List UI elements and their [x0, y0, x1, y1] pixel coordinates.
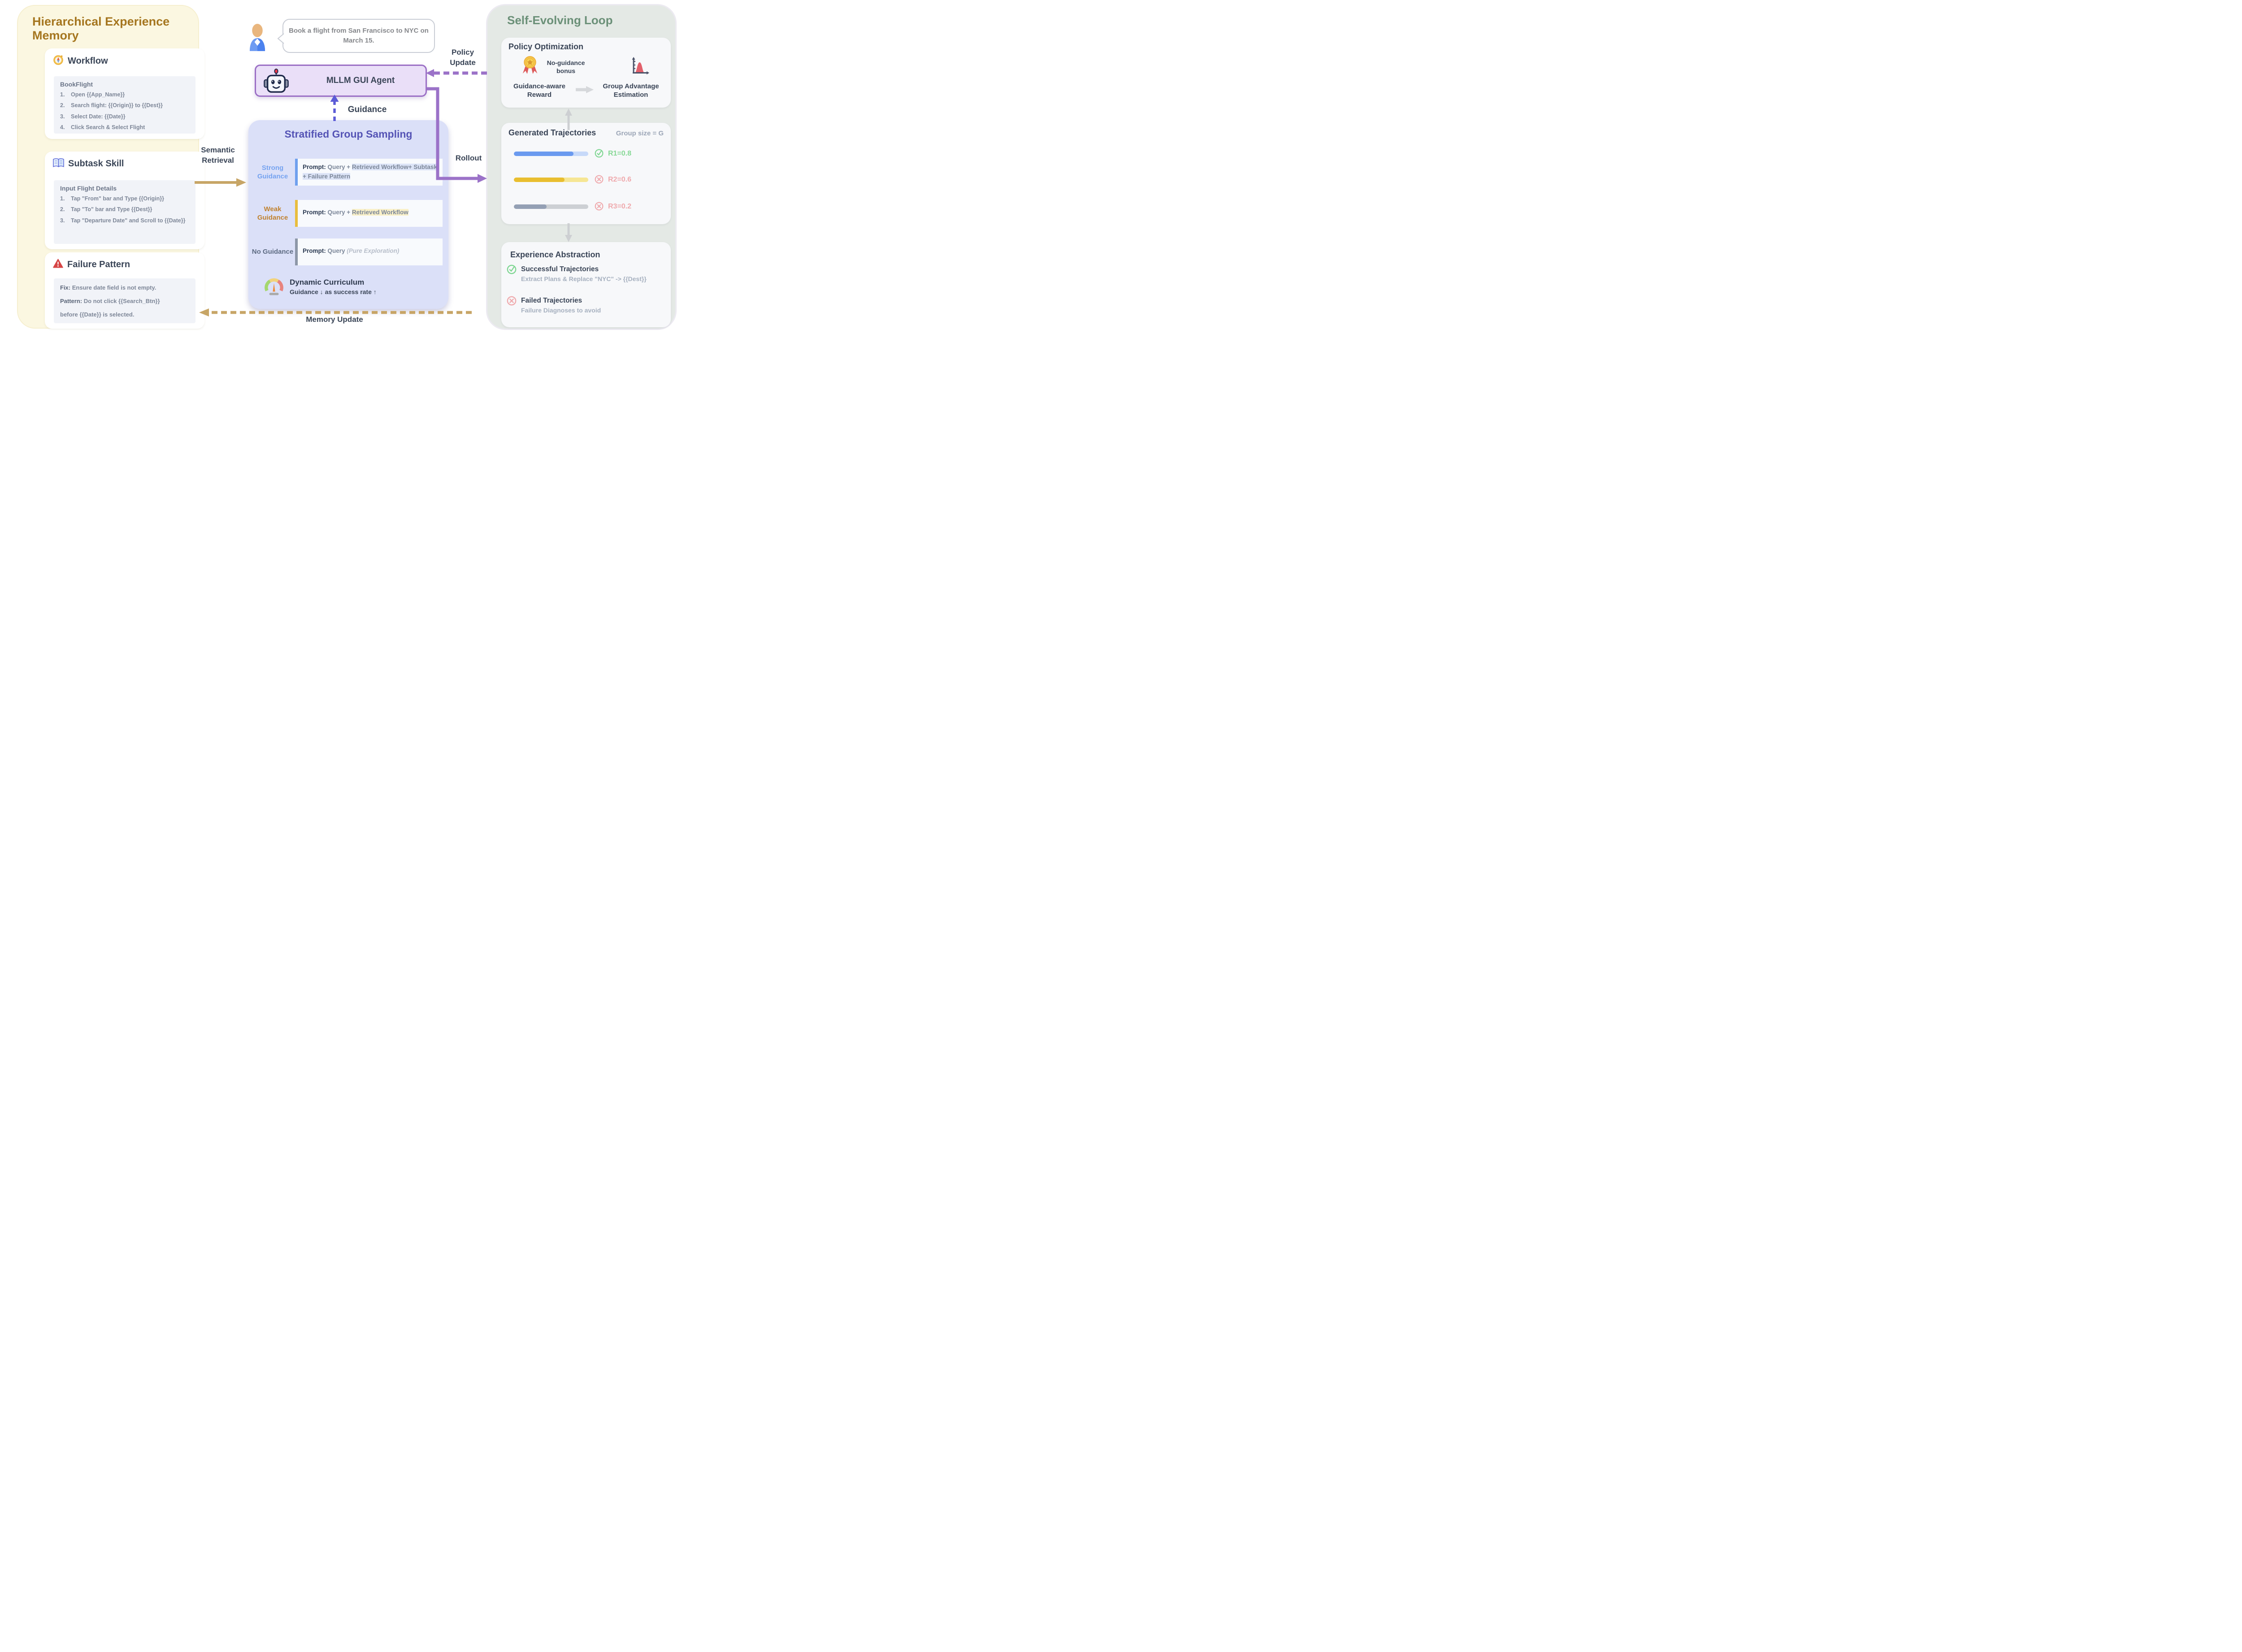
- subtask-step: 1.Tap "From" bar and Type {{Origin}}: [60, 195, 164, 202]
- workflow-box-title: BookFlight: [60, 81, 93, 88]
- self-evolving-loop-panel: Self-Evolving Loop Policy Optimization N…: [487, 5, 675, 329]
- group-advantage-estimation-label: Group Advantage Estimation: [603, 82, 659, 99]
- subtask-card: Subtask Skill Input Flight Details 1.Tap…: [45, 152, 204, 249]
- user-icon: [248, 23, 267, 54]
- memory-update-arrow: [197, 307, 474, 321]
- gauge-icon: [264, 276, 284, 299]
- trajectory-bar-2: [514, 178, 588, 182]
- mllm-gui-agent-box: MLLM GUI Agent: [255, 65, 427, 97]
- loop-down-arrow: [563, 222, 574, 245]
- strong-guidance-row: Strong Guidance Prompt: Query + Retrieve…: [248, 159, 448, 186]
- generated-trajectories-title: Generated Trajectories: [508, 128, 596, 137]
- failure-line: Fix: Ensure date field is not empty.: [60, 284, 156, 291]
- failure-card: Failure Pattern Fix: Ensure date field i…: [45, 252, 204, 329]
- loop-up-arrow: [563, 108, 574, 133]
- workflow-step: 3.Select Date: {{Date}}: [60, 113, 126, 120]
- no-guidance-bonus-label: No-guidance bonus: [547, 59, 585, 74]
- sampling-panel: Stratified Group Sampling Strong Guidanc…: [248, 120, 448, 309]
- weak-highlight: Retrieved Workflow: [352, 209, 408, 216]
- no-prompt-box: Prompt: Query (Pure Exploration): [295, 238, 443, 265]
- bubble-tail: [277, 33, 284, 46]
- memory-panel: Hierarchical Experience Memory Workflow …: [17, 5, 204, 329]
- distribution-chart-icon: [630, 56, 650, 78]
- subtask-step: 3.Tap "Departure Date" and Scroll to {{D…: [60, 217, 186, 224]
- rollout-arrow: [424, 84, 490, 187]
- policy-update-label: Policy Update: [450, 48, 476, 67]
- weak-prompt-box: Prompt: Query + Retrieved Workflow: [295, 200, 443, 227]
- generated-trajectories-card: Generated Trajectories Group size = G R1…: [501, 123, 671, 224]
- x-circle-icon: [595, 175, 604, 186]
- workflow-step: 1.Open {{App_Name}}: [60, 91, 125, 98]
- dynamic-curriculum-subtitle: Guidance ↓ as success rate ↑: [290, 288, 377, 295]
- guidance-arrow: [326, 94, 343, 124]
- pure-exploration-note: (Pure Exploration): [347, 247, 400, 254]
- semantic-retrieval-label: Semantic Retrieval: [201, 146, 235, 165]
- dynamic-curriculum-title: Dynamic Curriculum: [290, 278, 365, 286]
- robot-icon: [263, 68, 289, 96]
- subtask-box: Input Flight Details 1.Tap "From" bar an…: [54, 180, 196, 244]
- rollout-label: Rollout: [455, 154, 482, 162]
- strong-prompt-box: Prompt: Query + Retrieved Workflow+ Subt…: [295, 159, 443, 186]
- no-guidance-label: No Guidance: [252, 248, 294, 256]
- memory-update-label: Memory Update: [306, 315, 363, 324]
- failure-box: Fix: Ensure date field is not empty. Pat…: [54, 278, 196, 323]
- failure-line: before {{Date}} is selected.: [60, 311, 135, 318]
- medal-icon: [522, 56, 538, 78]
- user-query-text: Book a flight from San Francisco to NYC …: [289, 26, 429, 45]
- weak-guidance-label: Weak Guidance: [257, 205, 288, 222]
- workflow-box: BookFlight 1.Open {{App_Name}} 2.Search …: [54, 76, 196, 134]
- memory-panel-title: Hierarchical Experience Memory: [32, 15, 170, 43]
- open-book-icon: [53, 158, 64, 170]
- strong-guidance-label: Strong Guidance: [257, 164, 288, 181]
- trajectory-bar-1: [514, 152, 588, 156]
- policy-optimization-card: Policy Optimization No-guidance bonus Gu…: [501, 38, 671, 108]
- sampling-title: Stratified Group Sampling: [284, 128, 413, 140]
- experience-abstraction-title: Experience Abstraction: [510, 250, 600, 259]
- experience-abstraction-card: Experience Abstraction Successful Trajec…: [501, 242, 671, 327]
- compass-icon: [53, 55, 64, 68]
- diagram-canvas: Hierarchical Experience Memory Workflow …: [0, 0, 679, 330]
- policy-optimization-title: Policy Optimization: [508, 42, 584, 51]
- workflow-step: 4.Click Search & Select Flight: [60, 124, 145, 131]
- no-guidance-row: No Guidance Prompt: Query (Pure Explorat…: [248, 238, 448, 265]
- failed-trajectories-desc: Failure Diagnoses to avoid: [521, 307, 601, 314]
- x-circle-icon: [595, 202, 604, 213]
- trajectory-bar-3: [514, 204, 588, 209]
- weak-guidance-row: Weak Guidance Prompt: Query + Retrieved …: [248, 200, 448, 227]
- semantic-retrieval-arrow: [193, 177, 248, 191]
- guidance-label: Guidance: [348, 105, 387, 114]
- failure-card-title: Failure Pattern: [67, 259, 130, 269]
- user-query-bubble: Book a flight from San Francisco to NYC …: [277, 19, 435, 53]
- failure-line: Pattern: Do not click {{Search_Btn}}: [60, 297, 160, 304]
- trajectory-reward-2: R2=0.6: [608, 176, 632, 183]
- trajectory-reward-1: R1=0.8: [608, 150, 632, 157]
- x-circle-icon: [507, 296, 517, 308]
- failed-trajectories-title: Failed Trajectories: [521, 297, 582, 304]
- right-arrow-icon: [574, 85, 595, 96]
- subtask-card-title: Subtask Skill: [68, 159, 124, 169]
- agent-label: MLLM GUI Agent: [326, 76, 395, 85]
- workflow-card-title: Workflow: [68, 56, 108, 66]
- subtask-box-title: Input Flight Details: [60, 185, 117, 192]
- successful-trajectories-title: Successful Trajectories: [521, 265, 599, 273]
- workflow-step: 2.Search flight: {{Origin}} to {{Dest}}: [60, 102, 163, 109]
- successful-trajectories-desc: Extract Plans & Replace "NYC" -> {{Dest}…: [521, 275, 647, 282]
- workflow-card: Workflow BookFlight 1.Open {{App_Name}} …: [45, 48, 204, 139]
- guidance-aware-reward-label: Guidance-aware Reward: [513, 82, 565, 99]
- loop-title: Self-Evolving Loop: [507, 13, 613, 27]
- warning-icon: [53, 259, 63, 270]
- check-circle-icon: [595, 149, 604, 160]
- trajectory-reward-3: R3=0.2: [608, 203, 632, 210]
- subtask-step: 2.Tap "To" bar and Type {{Dest}}: [60, 206, 152, 213]
- group-size-note: Group size = G: [616, 130, 664, 137]
- policy-update-arrow: [425, 67, 489, 81]
- check-circle-icon: [507, 264, 517, 277]
